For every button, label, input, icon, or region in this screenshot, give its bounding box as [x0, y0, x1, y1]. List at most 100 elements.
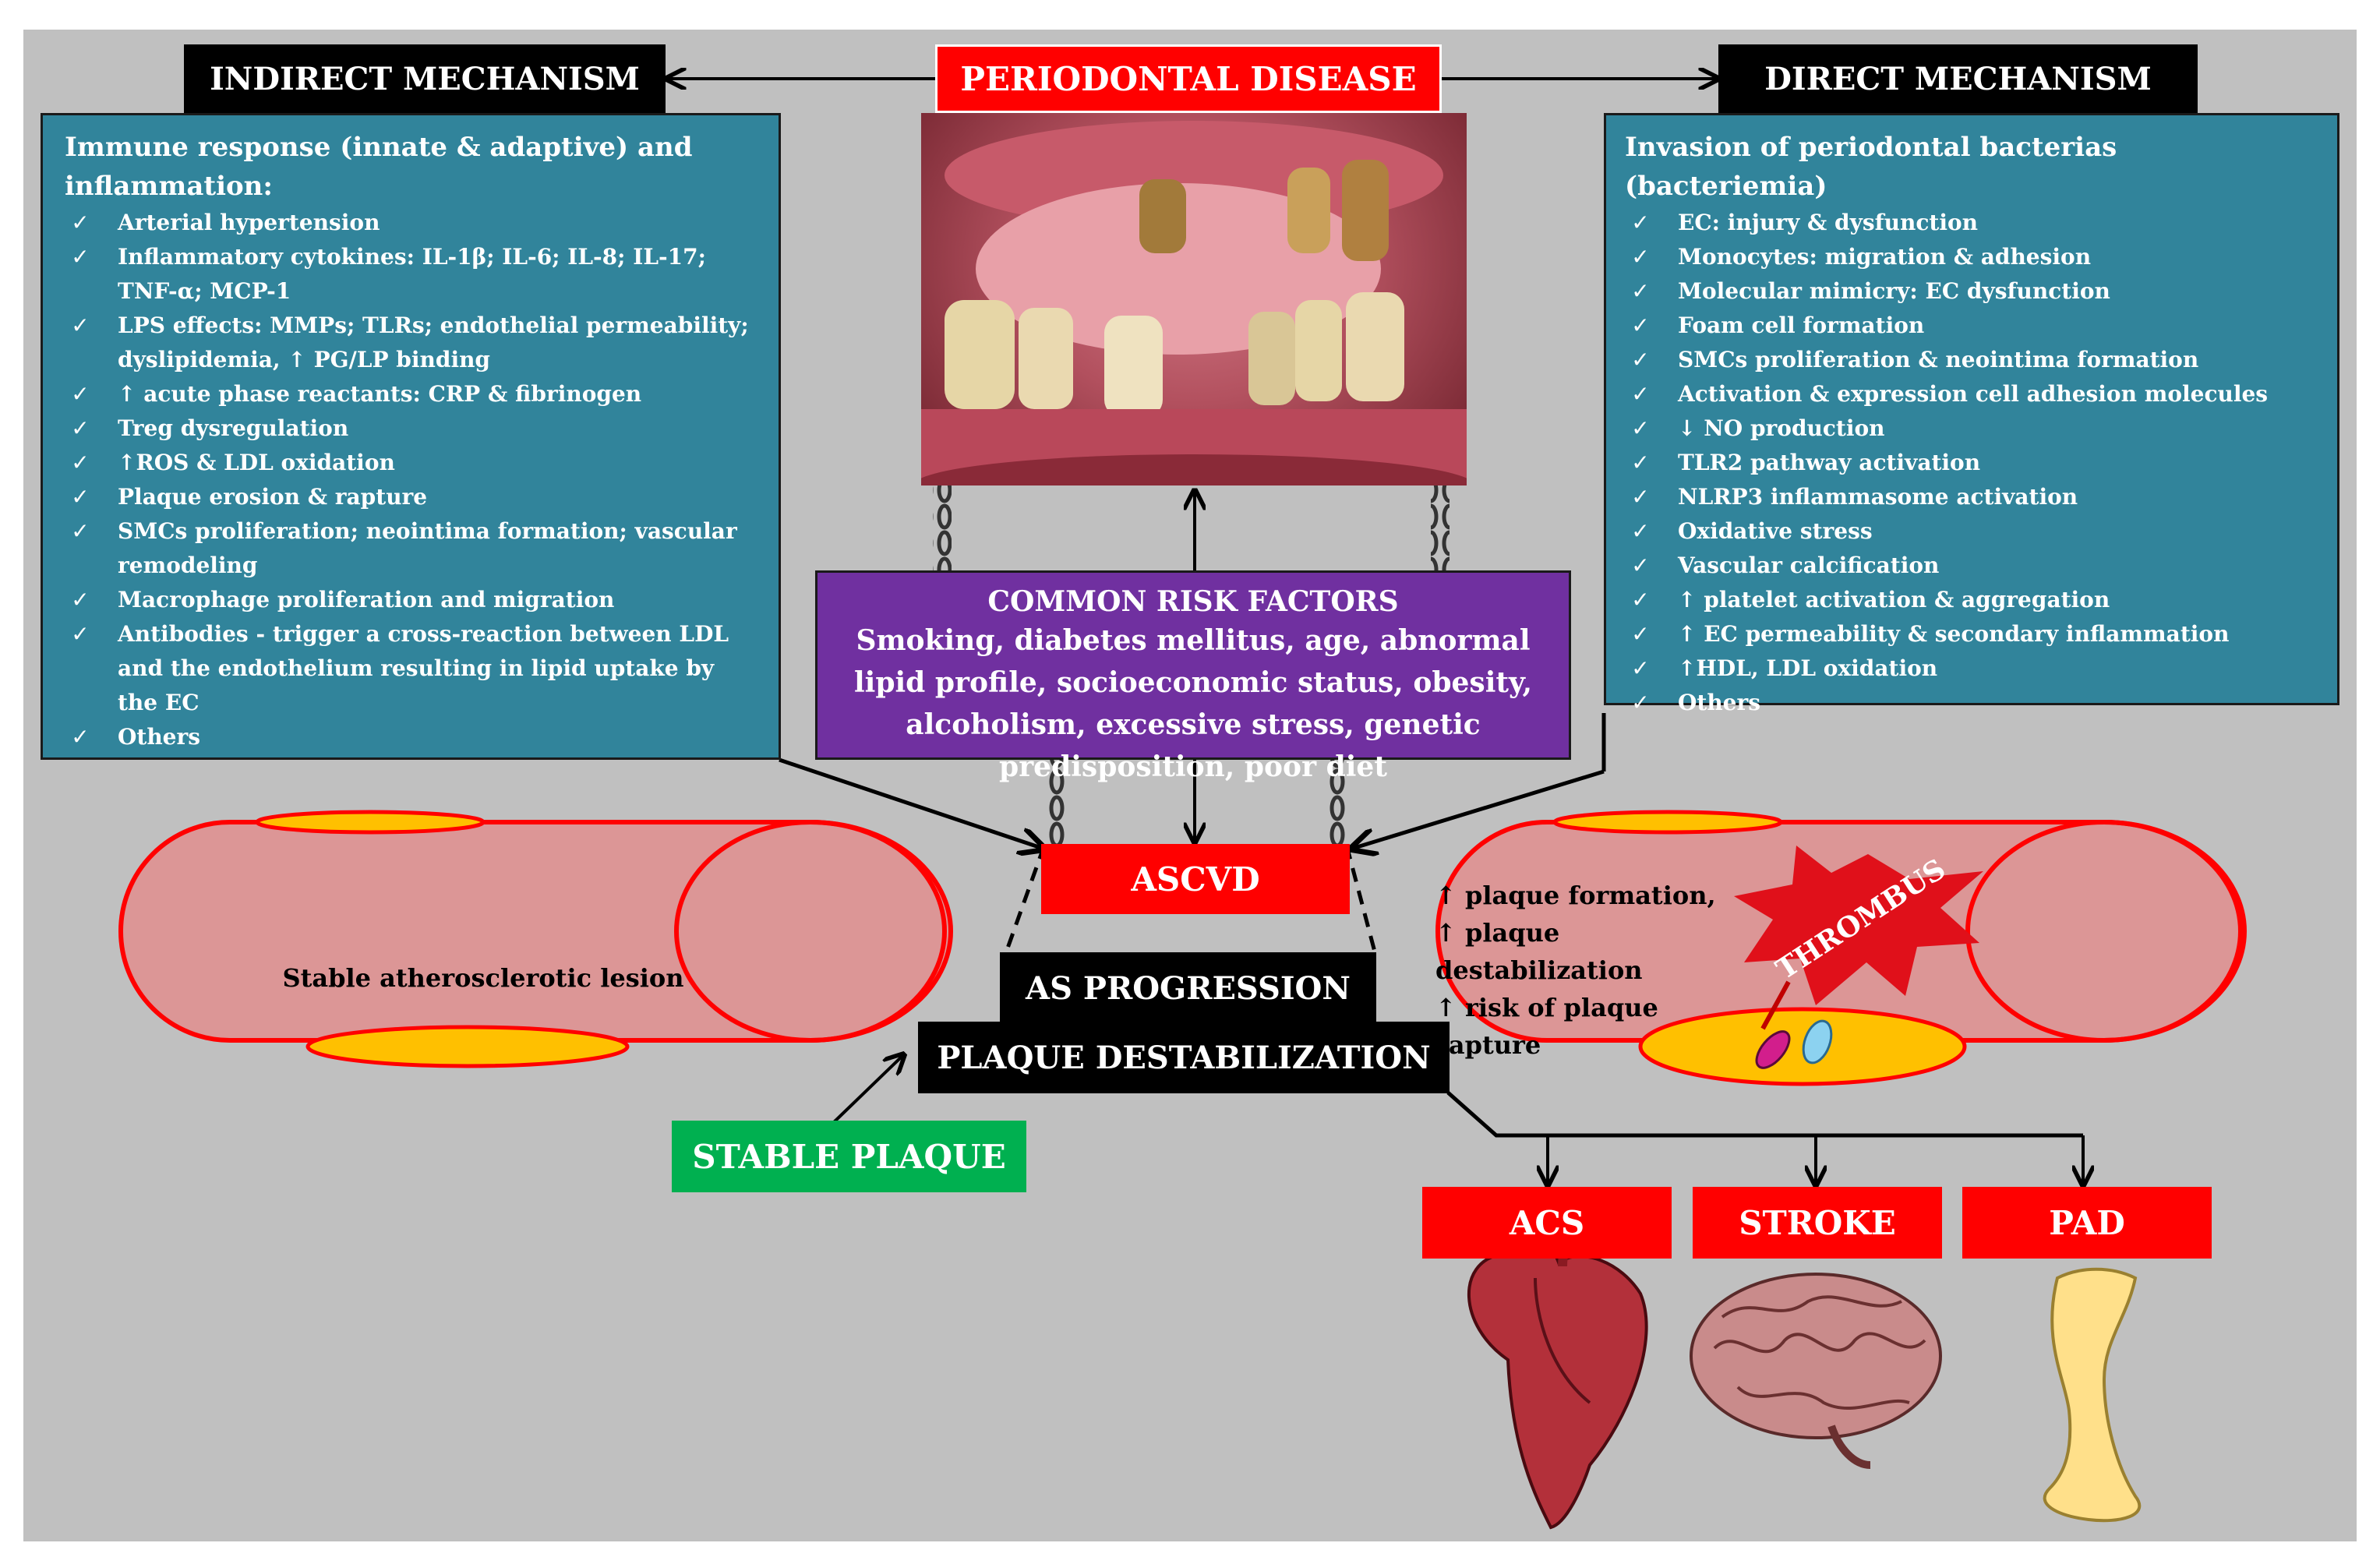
checkmark-icon: ✓ — [1631, 278, 1650, 304]
unstable-line-1: ↑ plaque formation, — [1435, 881, 1716, 910]
indirect-list-item: ✓Macrophage proliferation and migration — [65, 583, 755, 617]
indirect-mechanism-title: INDIRECT MECHANISM — [184, 44, 666, 113]
arrow-stable-to-destab — [832, 1056, 902, 1124]
arrow-indirect-to-ascvd — [779, 757, 1041, 848]
indirect-heading: Immune response (innate & adaptive) and … — [65, 132, 693, 202]
checkmark-icon: ✓ — [71, 381, 90, 407]
direct-item-text: Oxidative stress — [1678, 518, 1873, 544]
indirect-item-text: Macrophage proliferation and migration — [118, 587, 615, 613]
direct-list-item: ✓SMCs proliferation & neointima formatio… — [1625, 343, 2314, 377]
ascvd-box: ASCVD — [1041, 844, 1350, 914]
indirect-list-item: ✓ LPS effects: MMPs; TLRs; endothelial pe… — [65, 309, 755, 377]
heart-icon — [1467, 1233, 1648, 1530]
indirect-list-item: ✓ Inflammatory cytokines: IL-1β; IL-6; IL… — [65, 240, 755, 309]
arrow-to-outcomes — [1446, 1091, 2083, 1138]
stable-plaque-box: STABLE PLAQUE — [672, 1121, 1026, 1192]
indirect-item-text: Arterial hypertension — [118, 210, 380, 235]
direct-item-text: ↑HDL, LDL oxidation — [1678, 655, 1938, 681]
common-risk-factors-box: COMMON RISK FACTORS Smoking, diabetes me… — [815, 570, 1571, 783]
indirect-item-text: SMCs proliferation; neointima formation;… — [118, 518, 737, 578]
checkmark-icon: ✓ — [71, 244, 90, 270]
checkmark-icon: ✓ — [71, 518, 90, 544]
indirect-mechanism-box: Immune response (innate & adaptive) and … — [41, 113, 781, 760]
checkmark-icon: ✓ — [1631, 312, 1650, 338]
indirect-list-item: ✓ ↑ acute phase reactants: CRP & fibrinog… — [65, 377, 755, 411]
indirect-list-item: ✓Antibodies - trigger a cross-reaction b… — [65, 617, 755, 720]
direct-list-item: ✓ ↑ EC permeability & secondary inflammat… — [1625, 617, 2314, 651]
direct-item-text: ↑ EC permeability & secondary inflammati… — [1678, 621, 2230, 647]
indirect-item-text: Antibodies - trigger a cross-reaction be… — [118, 621, 729, 715]
checkmark-icon: ✓ — [71, 724, 90, 750]
direct-item-text: SMCs proliferation & neointima formation — [1678, 347, 2199, 372]
direct-mechanism-title: DIRECT MECHANISM — [1718, 44, 2198, 113]
as-progression-box: AS PROGRESSION — [1000, 952, 1376, 1024]
stable-lesion-label: Stable atherosclerotic lesion — [282, 963, 684, 993]
direct-item-text: Molecular mimicry: EC dysfunction — [1678, 278, 2110, 304]
direct-list-item: ✓Monocytes: migration & adhesion — [1625, 240, 2314, 274]
checkmark-icon: ✓ — [1631, 210, 1650, 235]
direct-list-item: ✓ Oxidative stress — [1625, 514, 2314, 549]
indirect-item-text: ↑ROS & LDL oxidation — [118, 450, 395, 475]
direct-list-item: ✓ ↓ NO production — [1625, 411, 2314, 446]
bacteria-pink-icon — [1755, 1030, 1791, 1069]
direct-list-item: ✓↑ platelet activation & aggregation — [1625, 583, 2314, 617]
leg-icon — [2043, 1267, 2142, 1523]
bacteria-blue-icon — [1802, 1019, 1833, 1064]
plaque-bottom-left — [305, 1025, 630, 1068]
indirect-item-text: ↑ acute phase reactants: CRP & fibrinoge… — [118, 381, 642, 407]
unstable-line-2: ↑ plaque destabilization — [1435, 918, 1643, 985]
plaque-top-left — [255, 810, 486, 835]
checkmark-icon: ✓ — [1631, 244, 1650, 270]
thrombus-star — [1734, 846, 1983, 1005]
checkmark-icon: ✓ — [71, 484, 90, 510]
pad-box: PAD — [1962, 1187, 2212, 1259]
checkmark-icon: ✓ — [1631, 553, 1650, 578]
checkmark-icon: ✓ — [1631, 690, 1650, 715]
unstable-artery — [1435, 810, 2247, 1086]
direct-mechanism-box: Invasion of periodontal bacterias (bacte… — [1604, 113, 2339, 715]
indirect-item-text: Treg dysregulation — [118, 415, 349, 441]
direct-list-item: ✓TLR2 pathway activation — [1625, 446, 2314, 480]
dashed-left — [1003, 845, 1047, 955]
brain-icon — [1690, 1273, 1942, 1469]
arrow-direct-to-ascvd-2 — [1354, 769, 1605, 848]
indirect-list-item: ✓ SMCs proliferation; neointima formation… — [65, 514, 755, 583]
indirect-item-text: Others — [118, 724, 201, 750]
indirect-list-item: ✓Arterial hypertension — [65, 206, 755, 240]
direct-item-text: Vascular calcification — [1678, 553, 1940, 578]
mouth-illustration — [921, 121, 1467, 485]
direct-item-text: ↓ NO production — [1678, 415, 1885, 441]
direct-item-text: TLR2 pathway activation — [1678, 450, 1981, 475]
indirect-item-text: Inflammatory cytokines: IL-1β; IL-6; IL-… — [118, 244, 706, 304]
indirect-list-item: ✓↑ROS & LDL oxidation — [65, 446, 755, 480]
unstable-effects: ↑ plaque formation, ↑ plaque destabiliza… — [1435, 877, 1747, 1064]
risk-body: Smoking, diabetes mellitus, age, abnorma… — [853, 624, 1533, 783]
checkmark-icon: ✓ — [1631, 621, 1650, 647]
plaque-destabilization-box: PLAQUE DESTABILIZATION — [918, 1022, 1450, 1093]
direct-item-text: Others — [1678, 690, 1761, 715]
direct-list-item: ✓NLRP3 inflammasome activation — [1625, 480, 2314, 514]
plaque-top-right — [1552, 810, 1783, 835]
unstable-line-3: ↑ risk of plaque rapture — [1435, 993, 1658, 1060]
checkmark-icon: ✓ — [71, 312, 90, 338]
acs-box: ACS — [1422, 1187, 1672, 1259]
checkmark-icon: ✓ — [1631, 484, 1650, 510]
direct-list-item: ✓Activation & expression cell adhesion m… — [1625, 377, 2314, 411]
thrombus-stem — [1760, 980, 1791, 1030]
direct-list-item: ✓ Molecular mimicry: EC dysfunction — [1625, 274, 2314, 309]
indirect-item-text: Plaque erosion & rapture — [118, 484, 428, 510]
checkmark-icon: ✓ — [1631, 655, 1650, 681]
checkmark-icon: ✓ — [1631, 415, 1650, 441]
indirect-item-text: LPS effects: MMPs; TLRs; endothelial per… — [118, 312, 749, 372]
risk-title: COMMON RISK FACTORS — [987, 585, 1399, 618]
dashed-right — [1344, 845, 1378, 955]
checkmark-icon: ✓ — [1631, 518, 1650, 544]
indirect-list: ✓Arterial hypertension✓Inflammatory cyto… — [65, 206, 755, 754]
periodontal-mouth-photo — [921, 113, 1467, 485]
checkmark-icon: ✓ — [71, 415, 90, 441]
direct-item-text: EC: injury & dysfunction — [1678, 210, 1979, 235]
periodontal-disease-title: PERIODONTAL DISEASE — [935, 44, 1442, 113]
direct-list-item: ✓ ↑HDL, LDL oxidation — [1625, 651, 2314, 686]
direct-list: ✓ EC: injury & dysfunction ✓Monocytes: mig… — [1625, 206, 2314, 720]
